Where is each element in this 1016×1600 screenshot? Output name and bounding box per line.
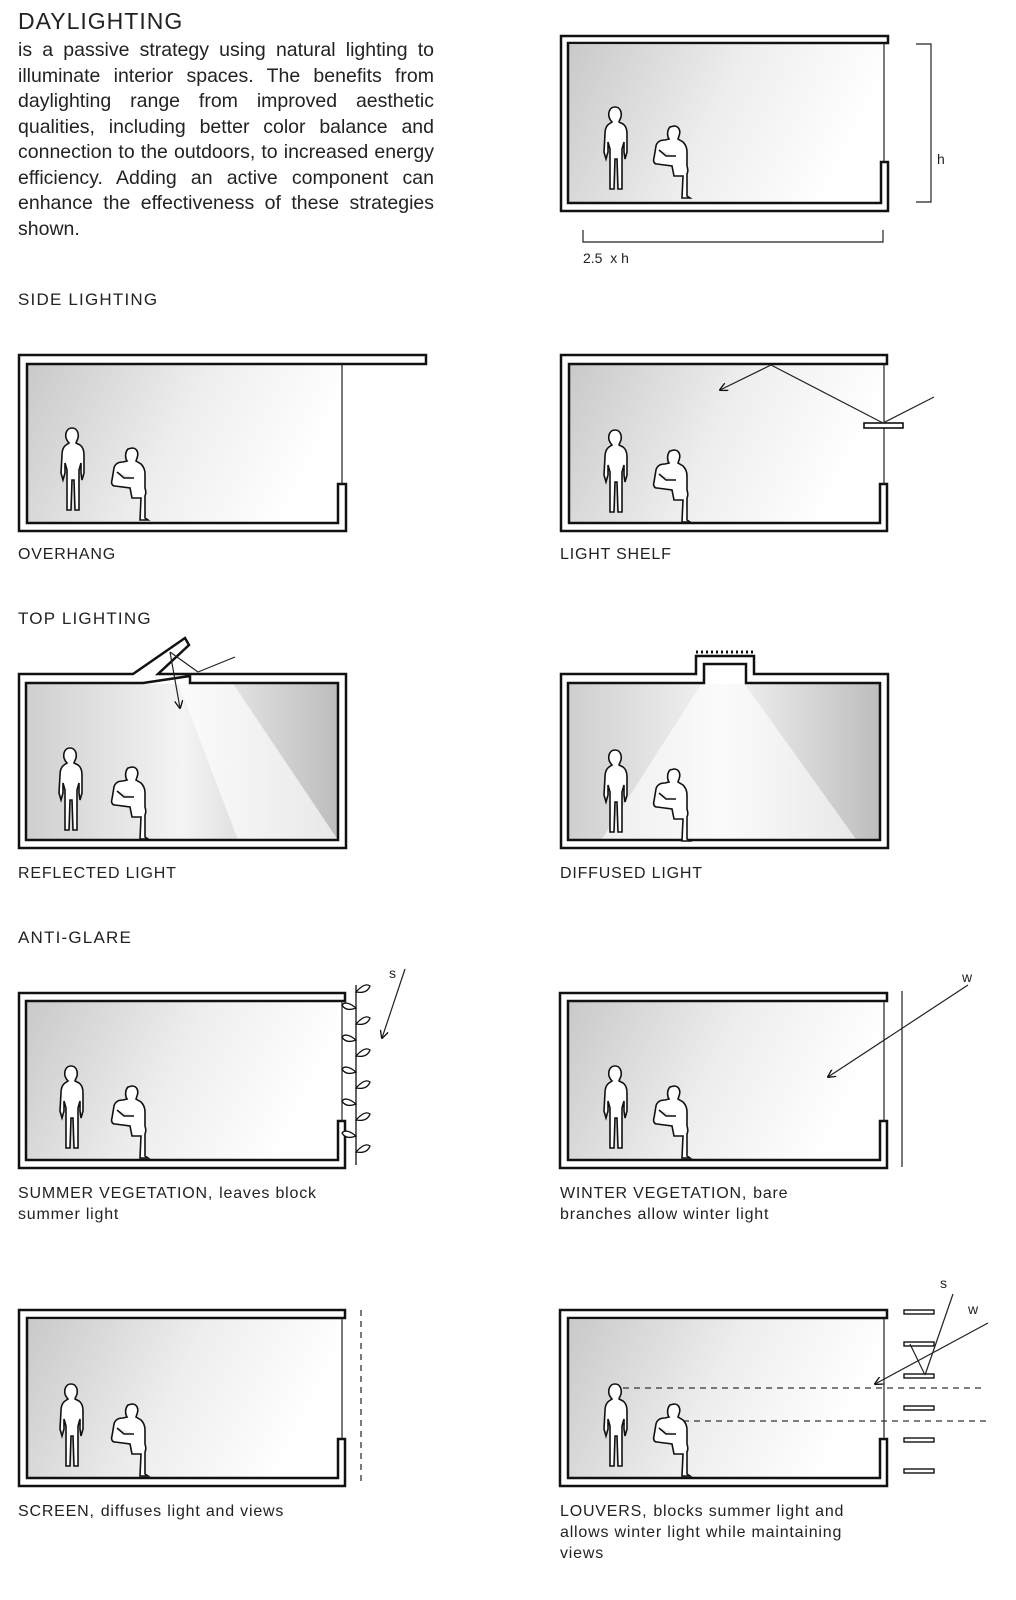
height-label: h: [937, 151, 945, 167]
louver-winter-label: w: [967, 1301, 979, 1317]
diagram-reflected-light: [17, 636, 348, 850]
caption-desc: diffuses light and views: [100, 1503, 285, 1520]
caption-name: WINTER VEGETATION,: [560, 1185, 748, 1202]
section-anti-glare: ANTI-GLARE: [18, 928, 133, 947]
vine-icon: [341, 984, 371, 1165]
caption-winter-vegetation: WINTER VEGETATION,bare branches allow wi…: [560, 1183, 860, 1225]
caption-desc: leaves block summer light: [18, 1185, 317, 1223]
diagram-summer-vegetation: [17, 968, 406, 1170]
diagram-diffused-light: [559, 650, 890, 850]
diagram-overhang: [17, 353, 428, 533]
depth-label: 2.5 x h: [583, 250, 629, 266]
section-side-lighting: SIDE LIGHTING: [18, 290, 159, 309]
diagram-light-shelf: [559, 353, 935, 533]
louver-summer-label: s: [940, 1275, 947, 1291]
caption-screen: SCREEN, diffuses light and views: [18, 1501, 358, 1522]
section-top-lighting: TOP LIGHTING: [18, 609, 152, 628]
louver-slats: [903, 1309, 935, 1474]
caption-diffused-light: DIFFUSED LIGHT: [560, 865, 703, 882]
winter-sun-label: w: [961, 969, 973, 985]
caption-name: SUMMER VEGETATION,: [18, 1185, 214, 1202]
caption-reflected-light: REFLECTED LIGHT: [18, 865, 177, 882]
diagram-screen: [17, 1308, 362, 1488]
caption-overhang: OVERHANG: [18, 546, 116, 563]
diagram-winter-vegetation: [558, 984, 969, 1170]
caption-desc: bare branches allow winter light: [560, 1185, 789, 1223]
caption-louvers: LOUVERS,blocks summer light and allows w…: [560, 1501, 890, 1564]
intro-paragraph: is a passive strategy using natural ligh…: [18, 39, 434, 240]
caption-name: SCREEN,: [18, 1503, 95, 1520]
diagram-dimensions: [559, 34, 932, 243]
caption-desc: blocks summer light and allows winter li…: [560, 1503, 845, 1562]
summer-sun-label: s: [389, 965, 396, 981]
caption-name: LOUVERS,: [560, 1503, 648, 1520]
page-title: DAYLIGHTING: [18, 8, 184, 34]
diagram-louvers: [558, 1293, 989, 1488]
caption-summer-vegetation: SUMMER VEGETATION,leaves block summer li…: [18, 1183, 338, 1225]
caption-light-shelf: LIGHT SHELF: [560, 546, 672, 563]
